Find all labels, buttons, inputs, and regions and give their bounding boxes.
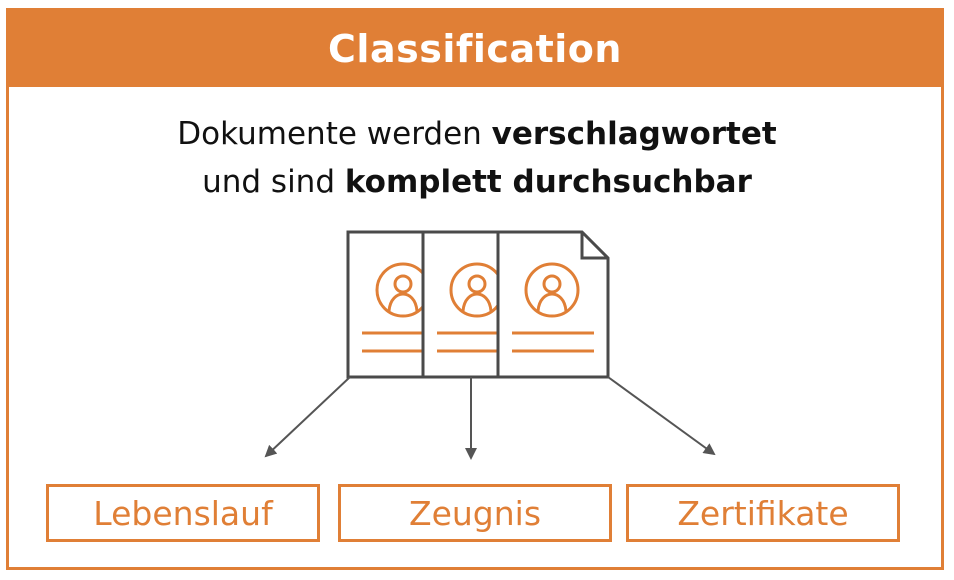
category-lebenslauf: Lebenslauf — [46, 484, 320, 542]
resume-document-icon — [496, 230, 610, 379]
subtitle-line-2-bold: komplett durchsuchbar — [344, 164, 752, 200]
subtitle-line-1-bold: verschlagwortet — [491, 116, 777, 152]
folded-corner — [580, 232, 608, 260]
category-zertifikate: Zertifikate — [626, 484, 900, 542]
subtitle-line-1: Dokumente werden verschlagwortet — [0, 110, 954, 158]
category-label: Zertifikate — [677, 493, 849, 533]
category-label: Lebenslauf — [93, 493, 273, 533]
person-icon — [524, 262, 580, 318]
subtitle-line-2-plain: und sind — [202, 164, 345, 200]
category-label: Zeugnis — [408, 493, 542, 533]
classification-panel: Classification — [6, 8, 944, 570]
subtitle-line-1-plain: Dokumente werden — [177, 116, 492, 152]
arrow-to-lebenslauf — [264, 376, 351, 458]
header-bar: Classification — [9, 11, 941, 87]
category-zeugnis: Zeugnis — [338, 484, 612, 542]
arrow-to-zertifikate — [607, 376, 716, 456]
header-title: Classification — [328, 27, 622, 71]
subtitle-line-2: und sind komplett durchsuchbar — [0, 158, 954, 206]
